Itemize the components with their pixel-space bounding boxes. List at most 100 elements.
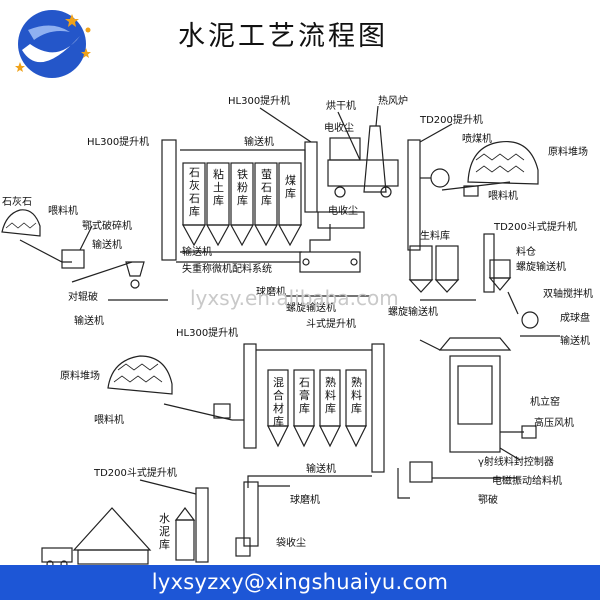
logo-star-2 — [81, 48, 91, 58]
label-dust-mid: 电收尘 — [328, 206, 358, 217]
td200-top-lead — [419, 123, 453, 143]
conveyor-left-belt — [71, 261, 133, 283]
silo-label-top-5: 煤库 — [285, 174, 296, 200]
watermark: lyxsy.en.alibaba.com — [190, 286, 399, 310]
label-td200-bucket-right: TD200斗式提升机 — [494, 222, 577, 233]
shaft-kiln-hood — [438, 337, 512, 351]
hl300-elevator-top-left — [161, 139, 177, 261]
label-cement-silo: 水泥库 — [159, 512, 170, 551]
dryer-roller-left — [334, 186, 346, 198]
hl300-elevator-mid — [243, 343, 257, 449]
label-hot-furnace: 热风炉 — [378, 96, 408, 107]
logo-star-dot — [85, 27, 91, 33]
label-feeder-right: 喂料机 — [488, 191, 518, 202]
label-coal-spray: 喷煤机 — [462, 134, 492, 145]
silo-label-top-3: 铁粉库 — [237, 168, 248, 207]
logo-swoosh — [22, 36, 80, 63]
bottom-mill-unit — [235, 475, 372, 557]
label-ball-mill-top: 球磨机 — [256, 287, 286, 298]
label-bucket-elevator-mid: 斗式提升机 — [306, 319, 356, 330]
label-conveyor-right: 输送机 — [560, 336, 590, 347]
feeder-mid-belt — [163, 403, 233, 421]
hot-furnace-body — [363, 125, 387, 193]
coal-spray-wheel — [430, 168, 450, 188]
logo-star-3 — [15, 62, 25, 72]
silo-clay-cone — [205, 224, 231, 247]
label-hp-fan: 高压风机 — [534, 418, 574, 429]
raw-silo-right — [435, 245, 459, 281]
label-raw-pile-right: 原料堆场 — [548, 147, 588, 158]
td200-elevator-top — [407, 139, 421, 251]
silo-coal-cone — [277, 224, 303, 247]
bucket-elevator-mid — [371, 343, 385, 473]
page-title: 水泥工艺流程图 — [178, 21, 388, 52]
limestone-pile — [1, 209, 41, 237]
dust-collector-top — [329, 137, 361, 161]
dust-collector-mid — [317, 211, 365, 229]
label-limestone-left: 石灰石 — [2, 197, 32, 208]
label-gamma-ray: γ射线料封控制器 — [478, 457, 554, 468]
silo-label-top-1: 石灰石库 — [189, 166, 200, 218]
material-bin — [489, 259, 511, 279]
silo-iron-cone — [229, 224, 255, 247]
dryer-furnace-unit — [327, 105, 399, 198]
cement-warehouse-roof — [72, 507, 152, 551]
label-dryer: 烘干机 — [326, 101, 356, 112]
raw-pile-right — [467, 140, 539, 185]
ball-mill-top — [299, 251, 361, 273]
label-feeder-mid: 喂料机 — [94, 415, 124, 426]
label-screw-conveyor-right: 螺旋输送机 — [516, 262, 566, 273]
silo-limestone-cone — [181, 224, 207, 247]
silo-label-mid-2: 石膏库 — [299, 376, 310, 415]
footer-email-banner: lyxsyzxy@xingshuaiyu.com — [0, 565, 600, 600]
hp-fan — [521, 425, 537, 439]
jaw-crusher-bottom — [409, 461, 433, 483]
label-raw-silo: 生料库 — [420, 231, 450, 242]
label-td200-bottom: TD200斗式提升机 — [94, 468, 177, 479]
bag-dust-collector — [235, 537, 251, 557]
label-screw-conveyor-mid: 螺旋输送机 — [286, 303, 336, 314]
raw-silo-left — [409, 245, 433, 281]
raw-pile-mid-unit — [107, 355, 244, 421]
top-silo-feed-line — [180, 149, 306, 160]
pelletizer-disc — [521, 311, 539, 329]
hl300-elevator-top — [304, 141, 318, 213]
label-jaw-crusher-left: 鄂式破碎机 — [82, 221, 132, 232]
label-conveyor-bottom-left: 输送机 — [182, 247, 212, 258]
raw-pile-left — [107, 355, 173, 395]
truck — [41, 547, 73, 563]
silo-fluorite-cone — [253, 224, 279, 247]
label-conveyor-left: 输送机 — [92, 240, 122, 251]
logo-swoosh-inner — [28, 25, 70, 40]
label-material-bin: 料仓 — [516, 247, 536, 258]
hl300-top-lead — [259, 107, 312, 143]
ball-mill-bottom — [243, 481, 259, 547]
label-dust-top: 电收尘 — [324, 123, 354, 134]
label-bag-dust: 袋收尘 — [276, 538, 306, 549]
label-pelletizer: 成球盘 — [560, 313, 590, 324]
feeder-left-belt — [19, 239, 72, 263]
dryer-lead — [337, 111, 361, 161]
label-roller-crusher: 对辊破 — [68, 292, 98, 303]
shaft-kiln-unit — [397, 337, 537, 499]
silo-label-mid-1: 混合材库 — [273, 376, 284, 428]
label-hl300-left: HL300提升机 — [87, 137, 150, 148]
label-conveyor-left-low: 输送机 — [74, 316, 104, 327]
label-screw-conveyor-mid2: 螺旋输送机 — [388, 307, 438, 318]
label-ball-mill-bottom: 球磨机 — [290, 495, 320, 506]
silo-label-top-4: 萤石库 — [261, 168, 272, 207]
silo-label-mid-3: 熟料库 — [325, 376, 336, 415]
label-hl300-top: HL300提升机 — [228, 96, 291, 107]
mid-silo-group — [267, 369, 367, 448]
label-weigh-system: 失重称微机配料系统 — [182, 264, 272, 275]
dryer-drum — [327, 159, 399, 187]
label-conveyor-top: 输送机 — [244, 137, 274, 148]
limestone-feed-unit — [1, 209, 168, 301]
label-conveyor-bottom: 输送机 — [306, 464, 336, 475]
cement-silo — [175, 519, 195, 561]
shaft-kiln-body — [449, 355, 501, 453]
label-feeder-left: 喂料机 — [48, 206, 78, 217]
label-jaw-crusher-bottom: 鄂破 — [478, 495, 498, 506]
roller-crusher — [125, 261, 145, 277]
